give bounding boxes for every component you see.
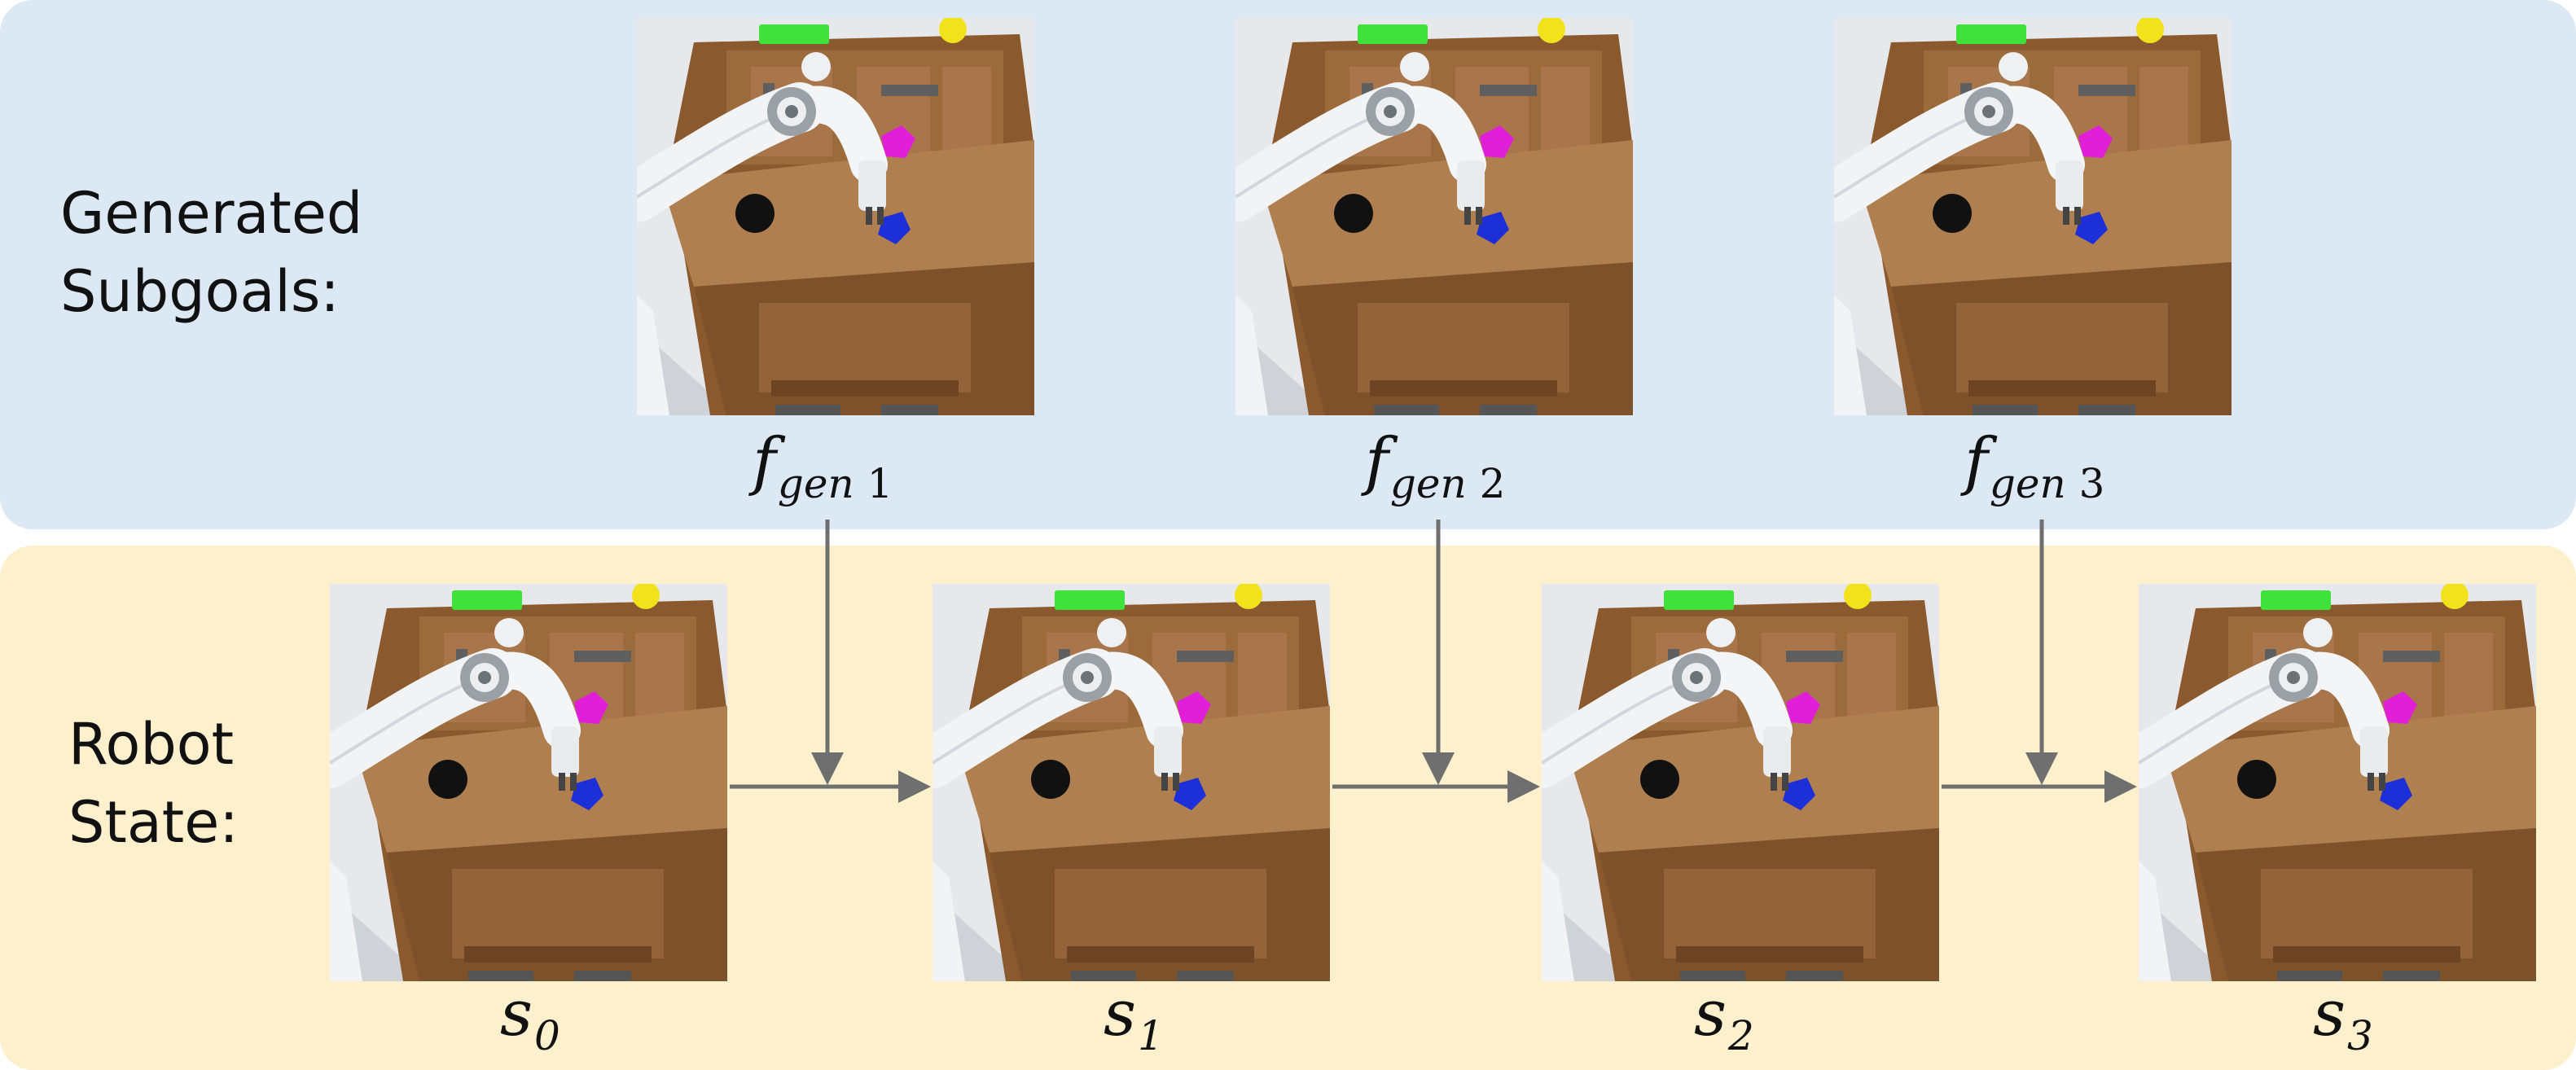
robot-arm-desk-scene-icon xyxy=(2139,584,2536,981)
subgoals-label-line: Subgoals: xyxy=(60,258,340,325)
robot-label-line: Robot xyxy=(68,711,235,778)
state-label-0: s0 xyxy=(500,977,560,1059)
state-label-3: s3 xyxy=(2313,977,2373,1059)
state-frame-0 xyxy=(330,584,727,981)
subgoal-frame-3 xyxy=(1834,18,2232,415)
robot-arm-desk-scene-icon xyxy=(933,584,1330,981)
robot-state-label: Robot State: xyxy=(68,705,239,862)
robot-arm-desk-scene-icon xyxy=(1235,18,1633,415)
generated-subgoals-label: Generated Subgoals: xyxy=(60,174,362,331)
subgoal-label-3: fgen 3 xyxy=(1964,425,2105,507)
robot-arm-desk-scene-icon xyxy=(1542,584,1939,981)
state-label-2: s2 xyxy=(1694,977,1754,1059)
subgoal-label-2: fgen 2 xyxy=(1365,425,1506,507)
subgoal-frame-1 xyxy=(637,18,1034,415)
robot-arm-desk-scene-icon xyxy=(1834,18,2232,415)
robot-arm-desk-scene-icon xyxy=(330,584,727,981)
state-label-line: State: xyxy=(68,789,239,856)
robot-arm-desk-scene-icon xyxy=(637,18,1034,415)
subgoal-label-1: fgen 1 xyxy=(753,425,893,507)
state-frame-2 xyxy=(1542,584,1939,981)
subgoal-frame-2 xyxy=(1235,18,1633,415)
generated-label-line: Generated xyxy=(60,180,363,247)
state-frame-3 xyxy=(2139,584,2536,981)
state-label-1: s1 xyxy=(1104,977,1164,1059)
state-frame-1 xyxy=(933,584,1330,981)
